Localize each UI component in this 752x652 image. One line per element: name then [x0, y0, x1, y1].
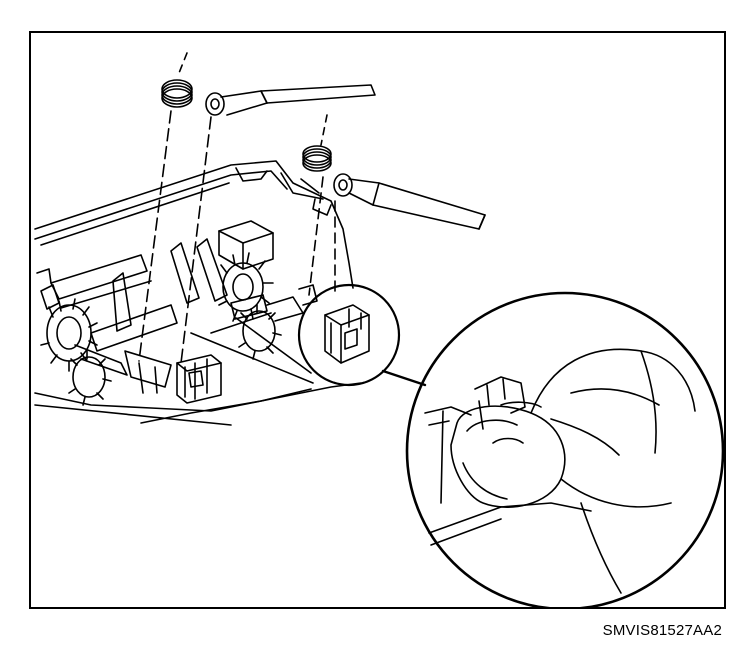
left-gear-assembly	[40, 298, 172, 406]
cable-clip	[176, 354, 222, 404]
technical-illustration	[34, 52, 724, 607]
right-gear-assembly	[218, 220, 318, 360]
callout-leader-line	[381, 369, 427, 387]
control-cable-1	[138, 52, 376, 364]
detail-callout-small	[297, 283, 401, 387]
detail-callout-large	[405, 291, 724, 607]
control-cable-2	[302, 114, 486, 296]
figure-frame	[29, 31, 726, 609]
figure-code: SMVIS81527AA2	[602, 622, 722, 639]
